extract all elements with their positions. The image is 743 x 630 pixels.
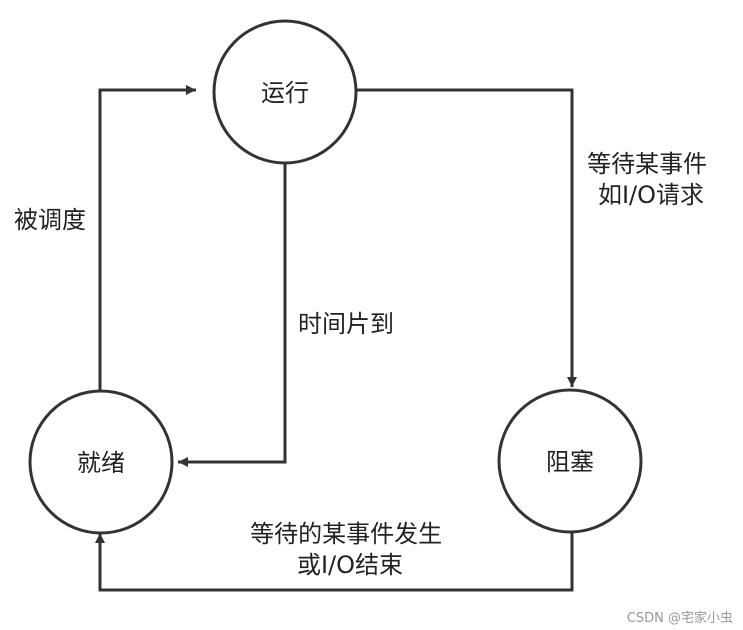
edges	[95, 85, 577, 592]
node-blocked: 阻塞	[497, 388, 643, 534]
edge-label-scheduled: 被调度	[14, 206, 86, 234]
node-blocked-label: 阻塞	[546, 448, 594, 476]
edge-label-wait-event-line-1: 等待某事件	[587, 150, 707, 178]
node-ready-circle	[28, 389, 174, 535]
edge-running-to-blocked	[357, 88, 577, 387]
edge-label-event-occurred-line-1: 等待的某事件发生	[250, 520, 442, 548]
edge-label-wait-event-line-2: 如I/O请求	[598, 181, 704, 209]
node-ready: 就绪	[28, 389, 174, 535]
edge-label-time-slice: 时间片到	[298, 310, 394, 338]
edge-running-to-ready	[178, 158, 287, 467]
edge-label-wait-event: 等待某事件 如I/O请求	[587, 150, 715, 209]
edge-ready-to-running	[98, 85, 196, 392]
edge-label-event-occurred: 等待的某事件发生 或I/O结束	[250, 520, 450, 579]
watermark: CSDN @宅家小虫	[627, 610, 733, 626]
node-blocked-circle	[497, 388, 643, 534]
node-running-circle	[212, 19, 358, 165]
node-ready-label: 就绪	[77, 449, 125, 477]
node-running: 运行	[212, 19, 358, 165]
edge-label-event-occurred-line-2: 或I/O结束	[297, 551, 403, 579]
node-running-label: 运行	[261, 79, 309, 107]
edge-blocked-to-ready	[95, 532, 574, 592]
